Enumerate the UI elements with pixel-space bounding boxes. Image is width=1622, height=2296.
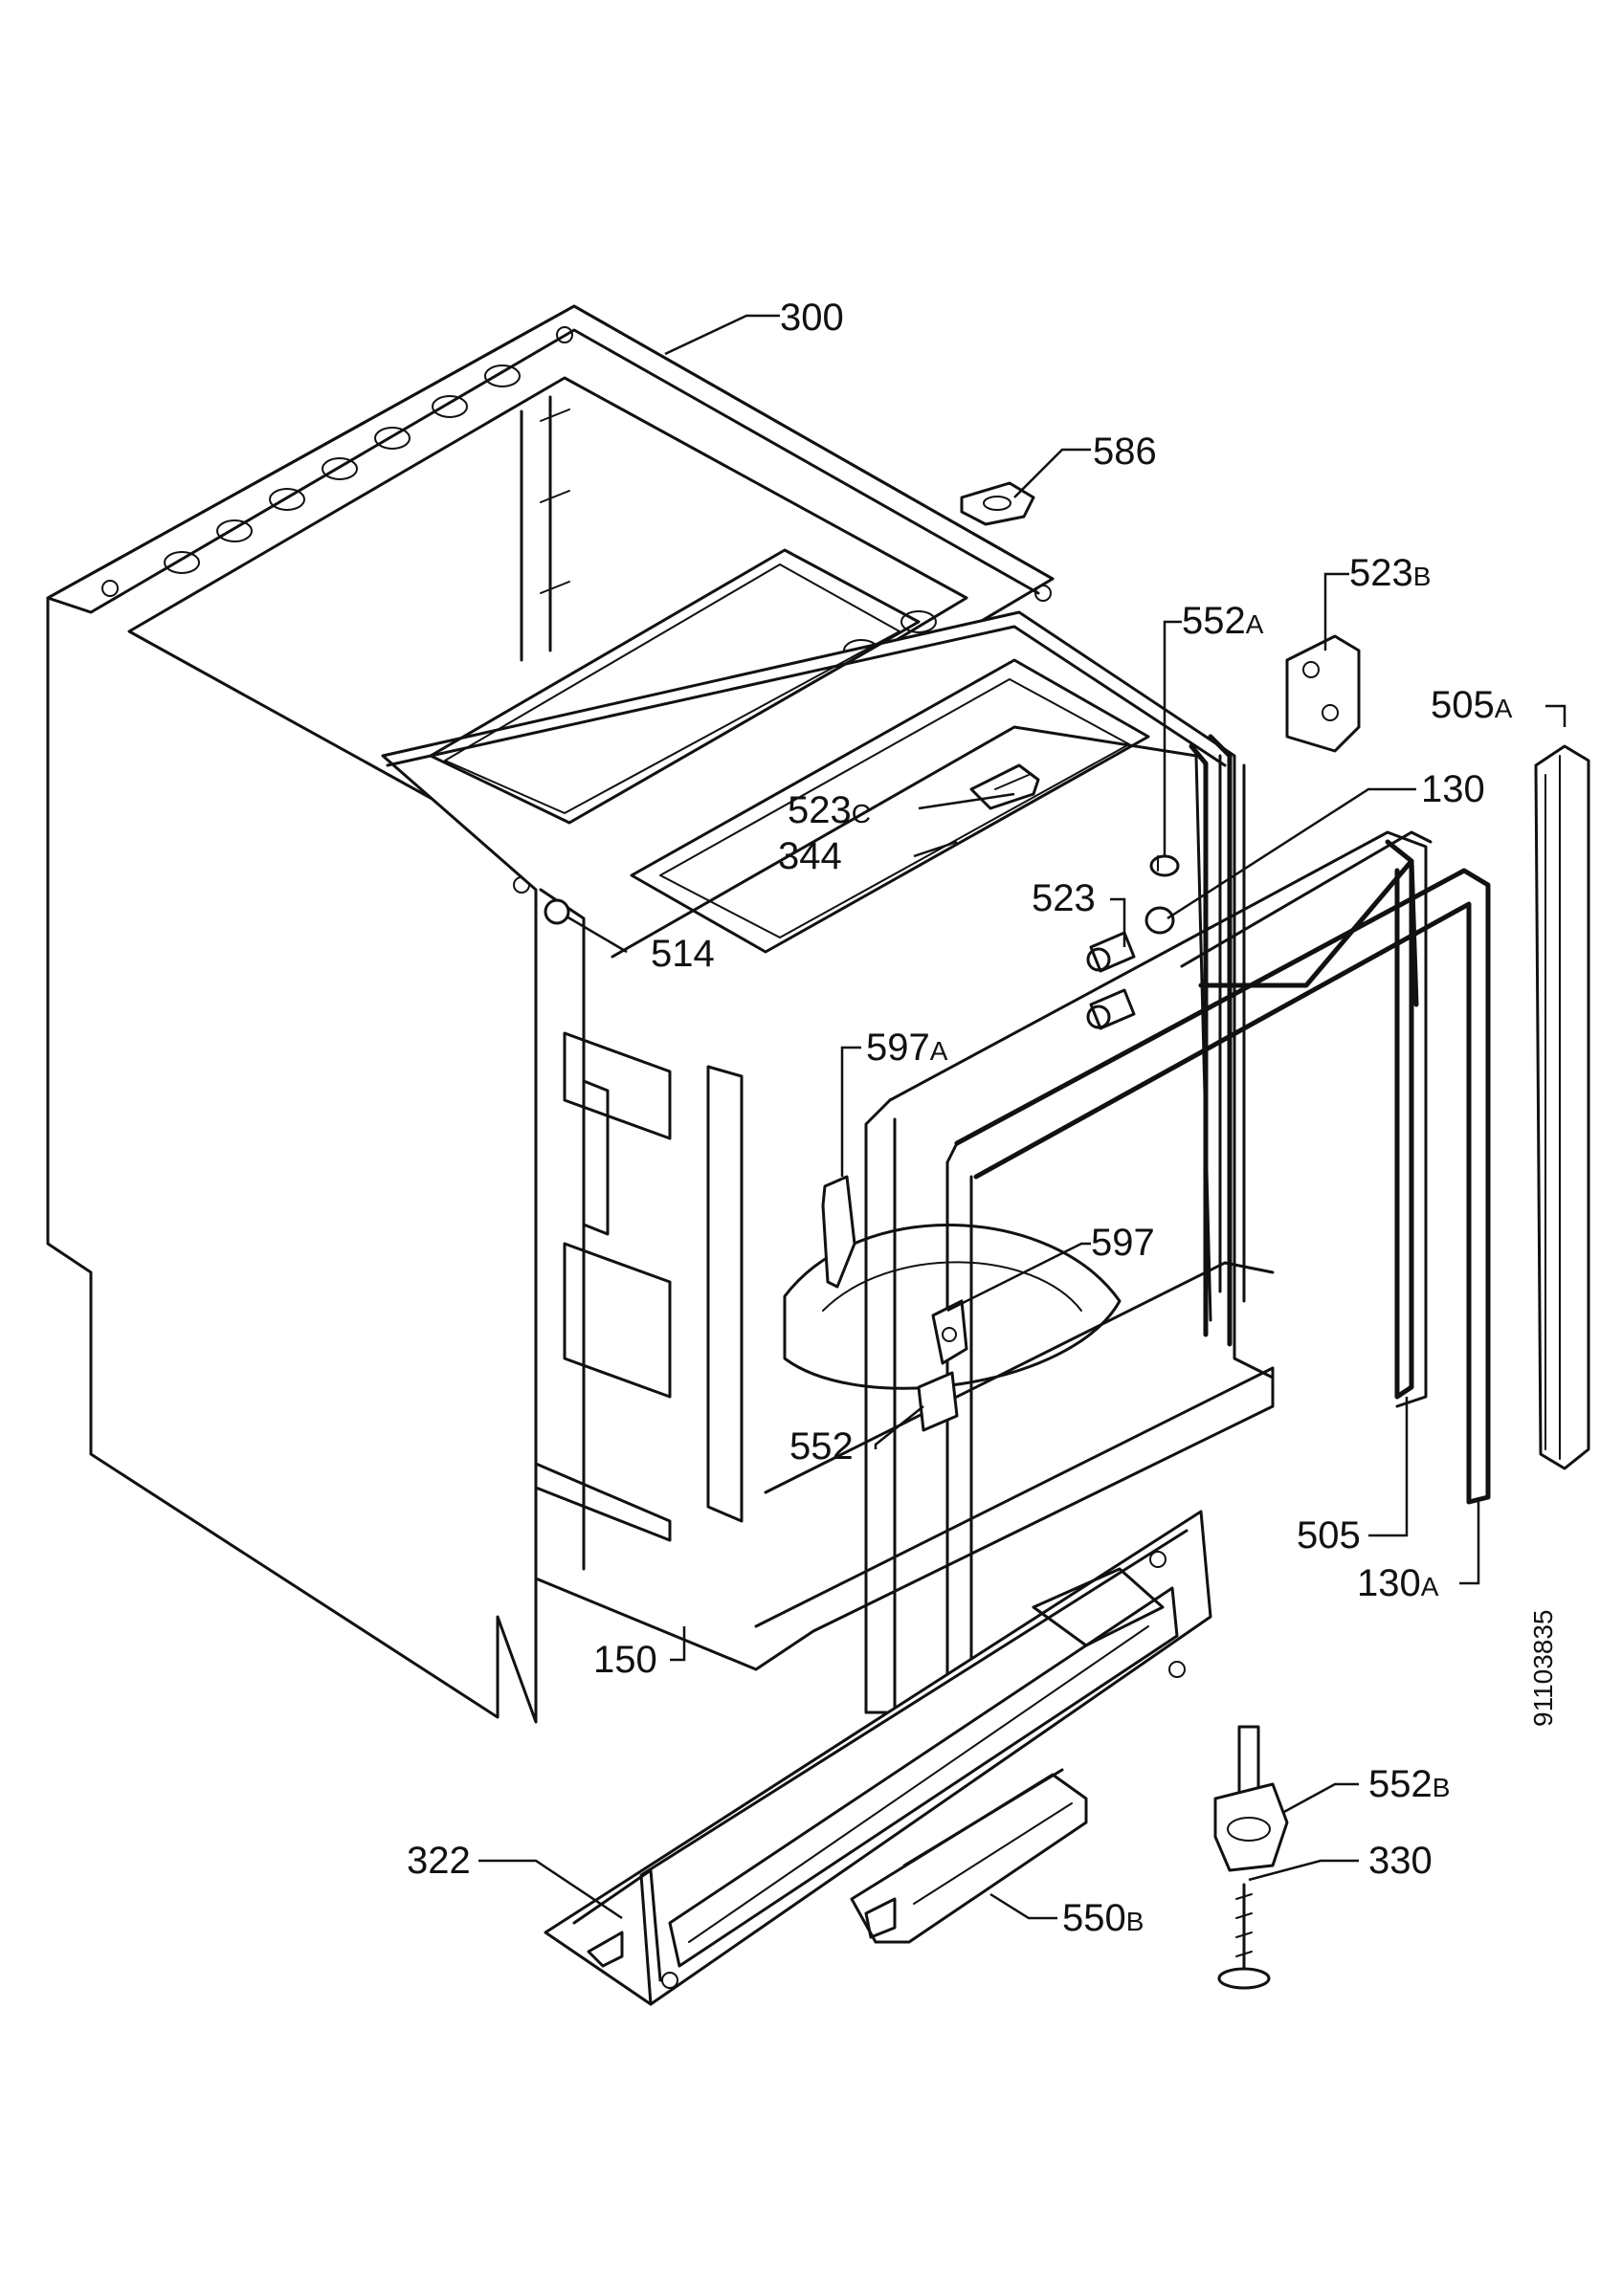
callout-597: 597 xyxy=(1091,1222,1155,1264)
callout-130: 130 xyxy=(1421,768,1485,810)
callout-523b: 523B xyxy=(1349,552,1431,594)
ring-130 xyxy=(1144,906,1175,935)
tub-150 xyxy=(381,548,1275,1671)
mount-523b xyxy=(1285,634,1361,753)
pin-552a xyxy=(1149,854,1180,877)
callout-523: 523 xyxy=(1032,877,1096,919)
callout-505: 505 xyxy=(1297,1514,1361,1556)
callout-322: 322 xyxy=(407,1840,471,1882)
latch-597 xyxy=(931,1299,968,1365)
side-trim-505a xyxy=(1534,744,1590,1470)
callout-130a: 130A xyxy=(1357,1562,1439,1604)
callout-150: 150 xyxy=(593,1639,657,1681)
leader-lines xyxy=(478,314,1566,1920)
bolt-514 xyxy=(544,898,570,925)
callout-344: 344 xyxy=(778,835,842,877)
seal-505 xyxy=(1189,734,1233,1347)
rail-552 xyxy=(917,1371,959,1432)
latch-597a xyxy=(821,1175,856,1289)
callout-552: 552 xyxy=(789,1425,854,1468)
base-frame-322 xyxy=(544,1510,1212,2006)
callout-552a: 552A xyxy=(1182,600,1264,642)
callout-586: 586 xyxy=(1093,430,1157,473)
callout-597a: 597A xyxy=(866,1027,948,1069)
callout-300: 300 xyxy=(780,297,844,339)
clip-586 xyxy=(960,481,1035,526)
callout-330: 330 xyxy=(1368,1840,1433,1882)
adjustable-foot-552b xyxy=(1213,1725,1289,1872)
callout-514: 514 xyxy=(651,933,715,975)
callout-552b: 552B xyxy=(1368,1763,1450,1805)
plinth-support-550b xyxy=(850,1768,1088,1944)
drawing-number: 91103835 xyxy=(1528,1610,1558,1728)
screw-330 xyxy=(1217,1883,1271,1990)
callout-505a: 505A xyxy=(1431,684,1513,726)
callout-550b: 550B xyxy=(1062,1897,1144,1939)
callout-523c: 523C xyxy=(788,789,871,831)
callout-labels: 300 586 523B 552A 505A 130 523C 344 523 … xyxy=(407,297,1513,1939)
